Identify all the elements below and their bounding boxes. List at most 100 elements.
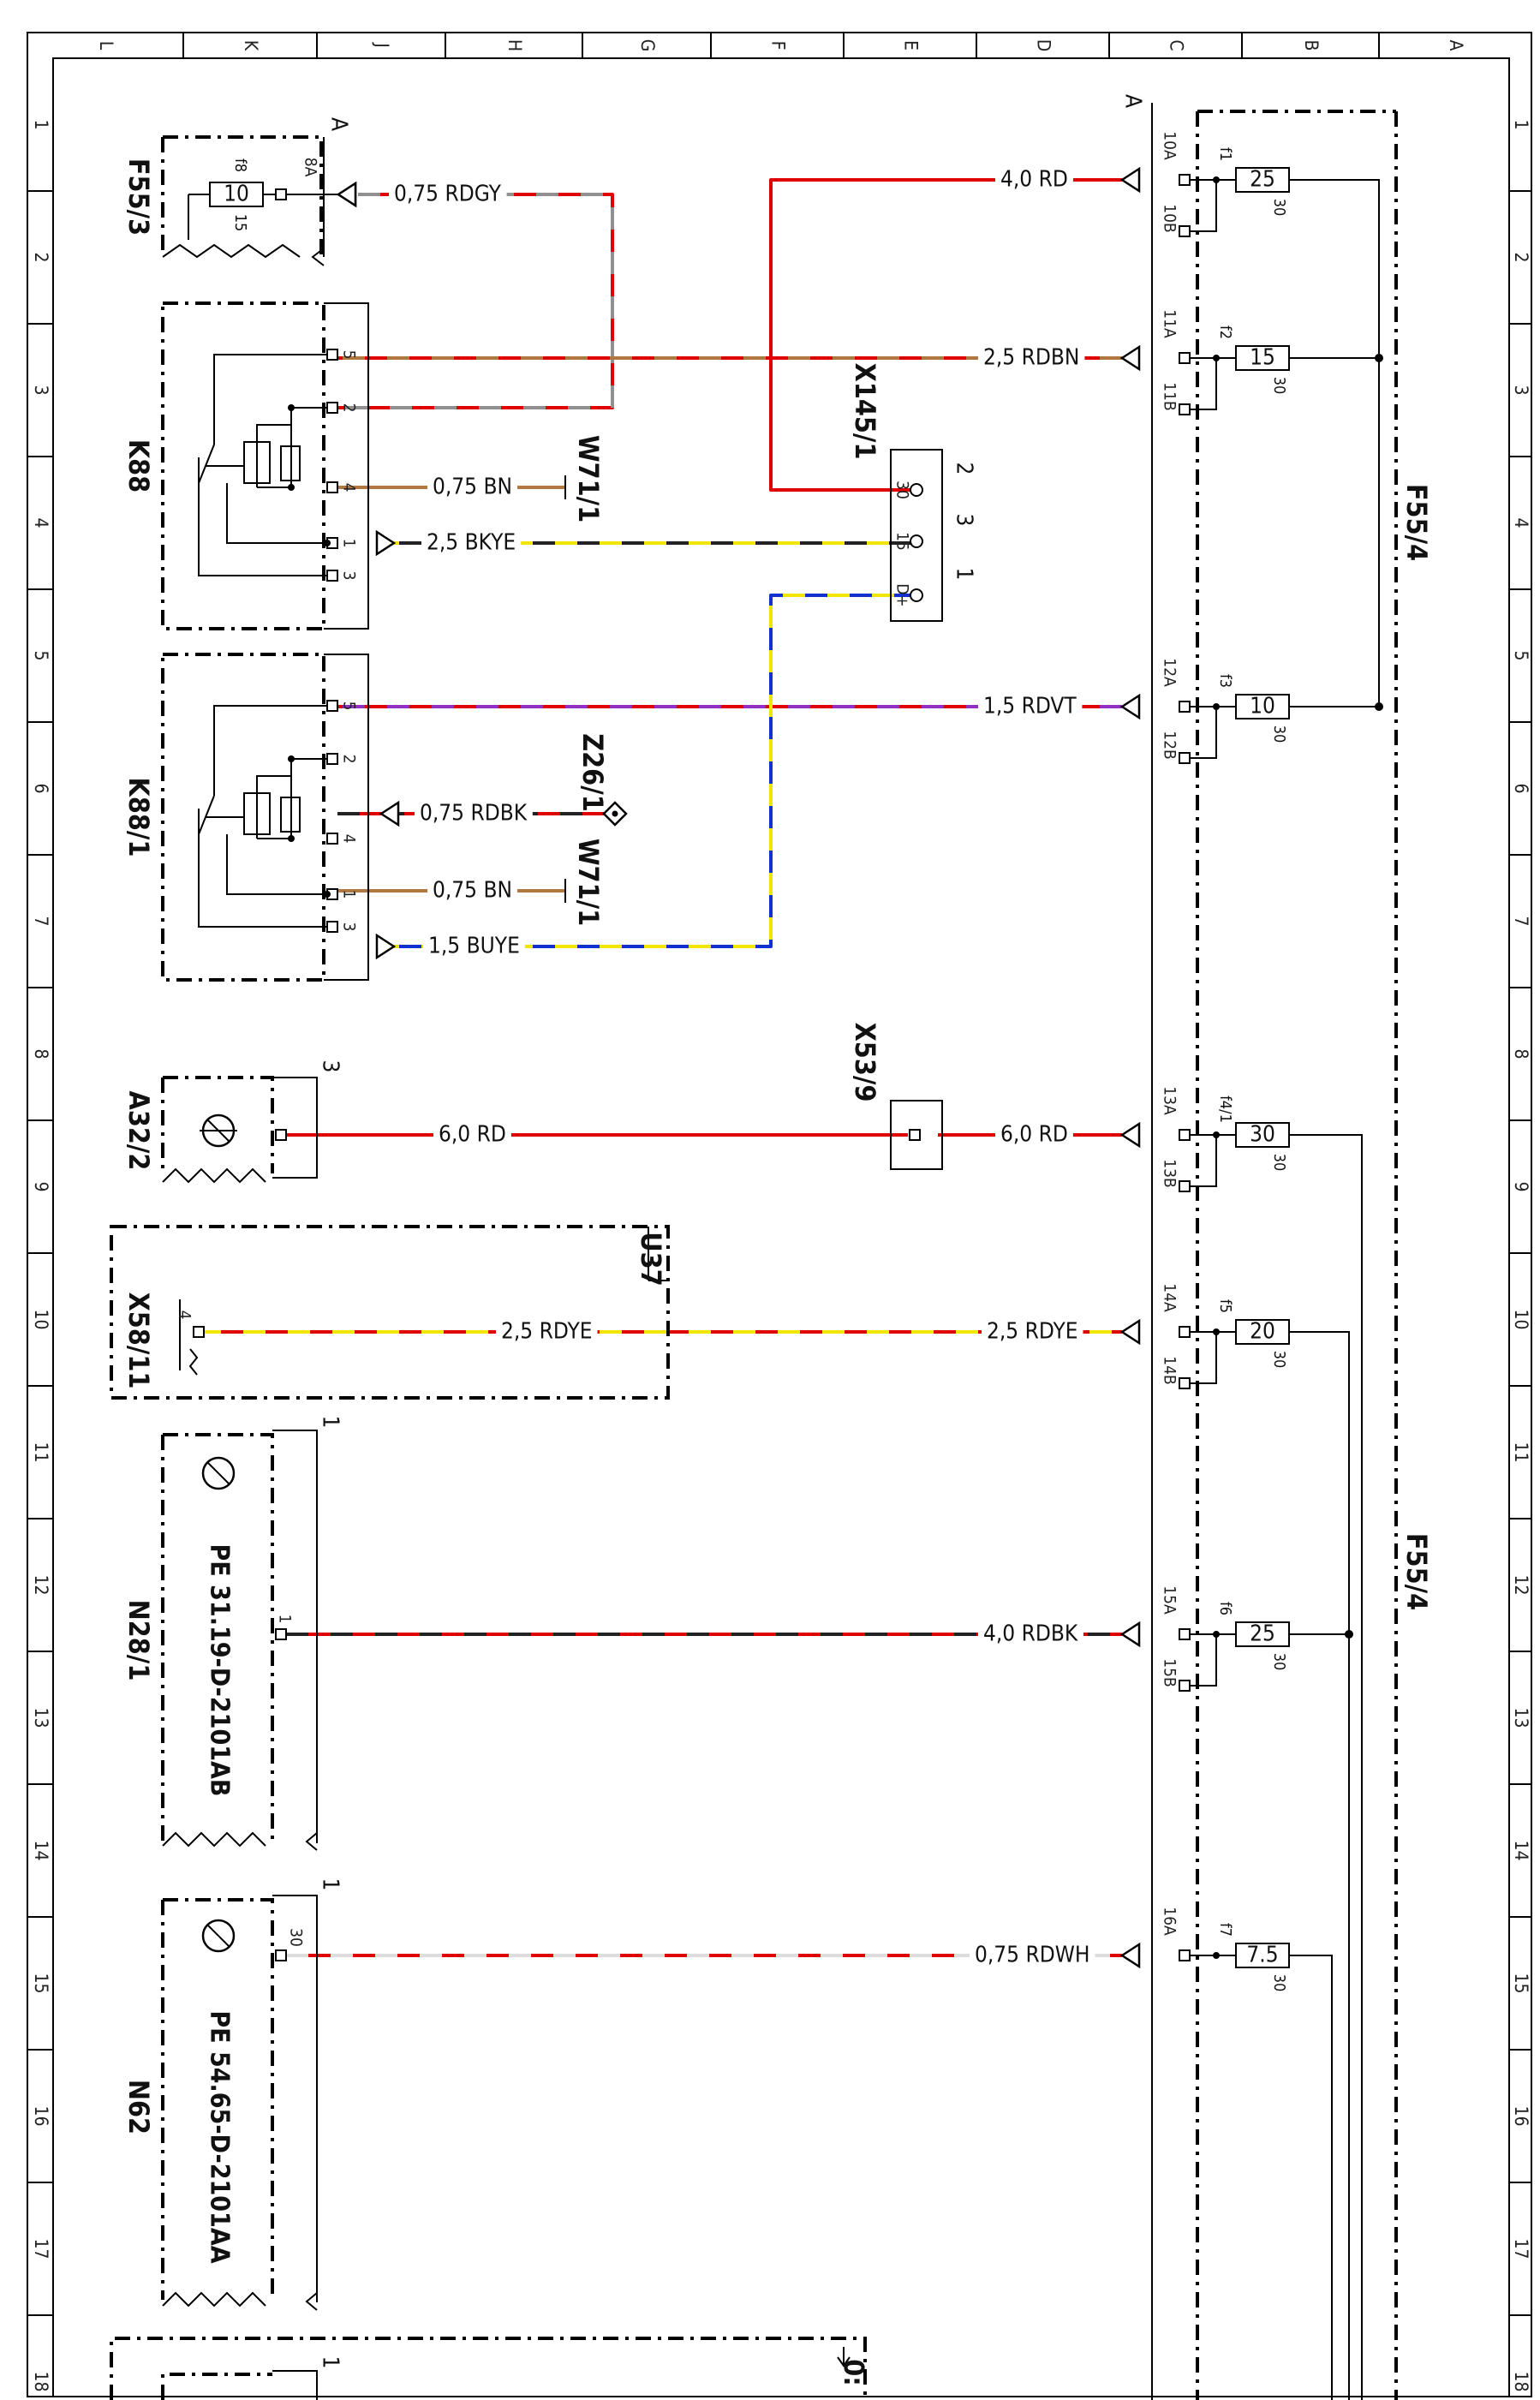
junction-dot	[1213, 1131, 1220, 1138]
fuse-pin-b-label: 12B	[1161, 731, 1179, 759]
f55-3-zigzag	[162, 243, 301, 259]
outer-frame	[27, 32, 1532, 2397]
x58-11-zigzag	[188, 1348, 199, 1376]
fuse-pin-a-label: 14A	[1161, 1283, 1179, 1312]
f55-3-fuse-name: f8	[231, 158, 249, 172]
fuse-name: f5	[1216, 1299, 1234, 1313]
k88-1-pin-terminal	[326, 700, 338, 712]
row-label-left: 2	[31, 252, 51, 262]
junction-dot	[1345, 1630, 1353, 1639]
junction-dot	[288, 755, 295, 762]
n28-1-box	[161, 1433, 274, 1842]
z26-1-name: Z26/1	[576, 733, 609, 811]
f55-4-conn-label: A	[1120, 94, 1146, 108]
x58-11-name: X58/11	[122, 1293, 155, 1389]
wire-buye-stripe	[377, 594, 910, 948]
fuse-pin-a-terminal	[1179, 1949, 1191, 1961]
wire-label-rdbk-2-gap	[978, 1619, 1083, 1649]
wire-label-rdbn: 2,5 RDBN	[983, 345, 1079, 371]
fuse-feed-arrow	[1119, 1621, 1141, 1648]
bottom-frame	[272, 2370, 318, 2400]
wire-label-bkye-gap	[421, 528, 522, 558]
n28-1-transistor-line	[207, 1462, 230, 1484]
bottom-arrow-head	[837, 2356, 851, 2367]
fuse-output-pin: 30	[1270, 725, 1288, 743]
row-label-right: 8	[1511, 1048, 1531, 1059]
column-label: H	[504, 39, 525, 51]
row-label-right: 6	[1511, 783, 1531, 793]
n62-frame	[272, 1895, 318, 2302]
k88-contact-mid	[226, 483, 327, 544]
k88-1-arrow-pin2	[379, 800, 400, 827]
k88-pin-label: 2	[340, 403, 359, 413]
fuse-name: f6	[1216, 1602, 1234, 1615]
wire-label-rdye-u37-gap	[496, 1316, 598, 1346]
f55-3-conn-label: A	[326, 117, 352, 131]
k88-coil-inner	[256, 424, 291, 487]
fuse-bridge	[1190, 357, 1217, 410]
w71_1_a-name: W71/1	[572, 435, 605, 522]
row-label-right: 2	[1511, 252, 1531, 262]
junction-dot	[288, 404, 295, 411]
x145-1-housing	[890, 449, 943, 622]
x145-1-name: X145/1	[849, 363, 881, 460]
fuse-pin-a-label: 16A	[1161, 1907, 1179, 1936]
fuse-pin-a-label: 13A	[1161, 1086, 1179, 1115]
x53-9-housing	[890, 1100, 943, 1170]
f55-3-pin-label: 8A	[301, 158, 320, 177]
wire-label-bn-1-gap	[427, 472, 518, 502]
fuse-feed-arrow	[1119, 344, 1141, 372]
row-label-left: 3	[31, 385, 51, 395]
row-label-right: 10	[1511, 1309, 1531, 1329]
row-label-right: 3	[1511, 385, 1531, 395]
n28-1-conn-label: 1	[318, 1416, 343, 1429]
k88-1-pin-terminal	[326, 753, 338, 765]
fuse-pin-a-terminal	[1179, 1129, 1191, 1141]
f55-3-box	[161, 135, 323, 257]
fuse-feed-arrow	[1119, 166, 1141, 194]
wire-label-bkye: 2,5 BKYE	[427, 530, 516, 556]
fuse-pin-a-terminal	[1179, 1628, 1191, 1640]
junction-dot	[1213, 703, 1220, 710]
w71_1_b-name: W71/1	[572, 839, 605, 926]
a32-2-frame	[272, 1077, 318, 1179]
row-label-right: 7	[1511, 916, 1531, 926]
junction-dot	[324, 540, 331, 546]
fuse-pin-a-terminal	[1179, 352, 1191, 364]
fuse-value: 25	[1250, 1621, 1275, 1647]
x58-11-pin-label: 4	[176, 1310, 194, 1320]
row-label-left: 15	[31, 1973, 51, 1993]
f55-3-zigzag-end	[311, 248, 325, 266]
k88-1-contact-mid	[226, 834, 327, 895]
u37-box	[110, 1225, 670, 1400]
f55-3-feed-arrow	[336, 181, 357, 208]
row-label-left: 7	[31, 916, 51, 926]
k88-1-coil-line	[257, 758, 327, 839]
x145-1-pin-socket	[910, 534, 923, 548]
fuse-pin-a-terminal	[1179, 701, 1191, 713]
wire-label-rdbk-1-gap	[415, 798, 533, 828]
column-label: F	[768, 41, 789, 51]
fuse-bridge	[1190, 179, 1217, 232]
row-label-right: 17	[1511, 2238, 1531, 2259]
fuse-output-pin: 30	[1270, 1653, 1288, 1671]
junction-dot	[1375, 702, 1383, 711]
row-label-left: 11	[31, 1442, 51, 1462]
fuse-pin-b-terminal	[1179, 752, 1191, 764]
junction-dot	[288, 835, 295, 842]
a32-2-pin-terminal	[275, 1129, 287, 1141]
n28-1-pin-terminal	[275, 1628, 287, 1640]
row-label-left: 14	[31, 1840, 51, 1860]
n62-zigzag	[162, 2291, 266, 2307]
wire-rdgy-stripe	[337, 193, 614, 409]
wire-label-rdvt-gap	[978, 691, 1083, 721]
bottom-box	[110, 2337, 867, 2400]
fuse-output-pin: 30	[1270, 1154, 1288, 1172]
row-label-left: 12	[31, 1574, 51, 1595]
fuse-value: 25	[1250, 167, 1275, 193]
u37-name: U37	[635, 1232, 667, 1286]
k88-1-resistor	[280, 797, 301, 833]
n62-pin-label: 30	[287, 1928, 306, 1947]
